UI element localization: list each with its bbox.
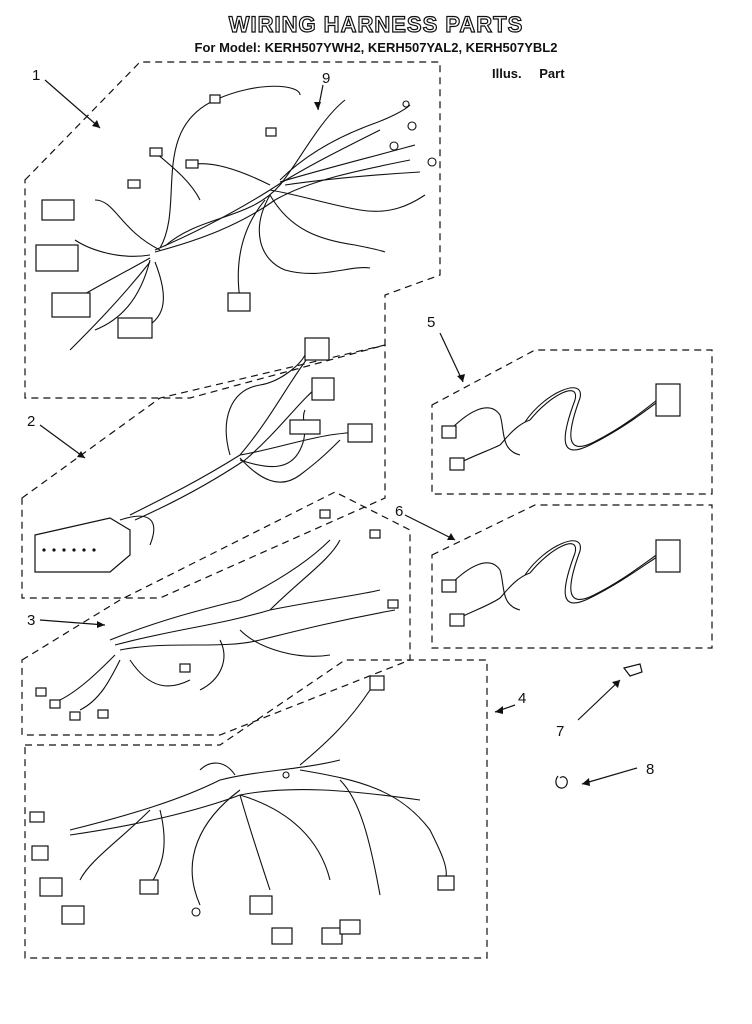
harness-5-connectors <box>441 383 681 471</box>
column-illus-label: Illus. <box>492 66 522 81</box>
harness-6-connectors <box>441 539 681 627</box>
callout-4: 4 <box>518 690 526 707</box>
harness-5-wires <box>449 387 663 466</box>
callout-3: 3 <box>27 612 35 629</box>
callout-numbers: 1 2 3 4 5 6 7 8 9 <box>27 67 654 778</box>
callout-7: 7 <box>556 723 564 740</box>
column-part-label: Part <box>539 66 565 81</box>
harness-4-outline <box>24 659 488 959</box>
harness-2-connectors <box>34 337 373 573</box>
harness-5-outline <box>431 349 713 495</box>
spring-part-8 <box>555 775 568 789</box>
column-headers: Illus. Part <box>492 66 579 81</box>
harness-3-wires <box>59 539 396 711</box>
harness-2-outline <box>21 344 386 599</box>
harness-3-outline <box>21 491 411 736</box>
arrow-heads <box>77 102 620 786</box>
harness-1-ring-terminals <box>389 100 437 167</box>
harness-1-connectors <box>35 94 277 339</box>
callout-5: 5 <box>427 314 435 331</box>
harness-1-outline <box>24 61 441 399</box>
harness-6-wires <box>449 540 663 621</box>
harness-3-terminals <box>35 509 399 721</box>
harness-6-outline <box>431 504 713 649</box>
harness-4-connectors <box>29 675 455 945</box>
harness-4-ring-terminals <box>191 771 290 917</box>
callout-9: 9 <box>322 70 330 87</box>
callout-6: 6 <box>395 503 403 520</box>
diagram-title: WIRING HARNESS PARTS <box>228 11 524 37</box>
leader-arrows <box>39 79 638 785</box>
model-list: For Model: KERH507YWH2, KERH507YAL2, KER… <box>194 40 558 55</box>
callout-2: 2 <box>27 413 35 430</box>
harness-4-wires <box>69 689 447 906</box>
harness-2-pins <box>42 548 96 552</box>
callout-8: 8 <box>646 761 654 778</box>
clip-part-7 <box>622 663 643 677</box>
callout-1: 1 <box>32 67 40 84</box>
